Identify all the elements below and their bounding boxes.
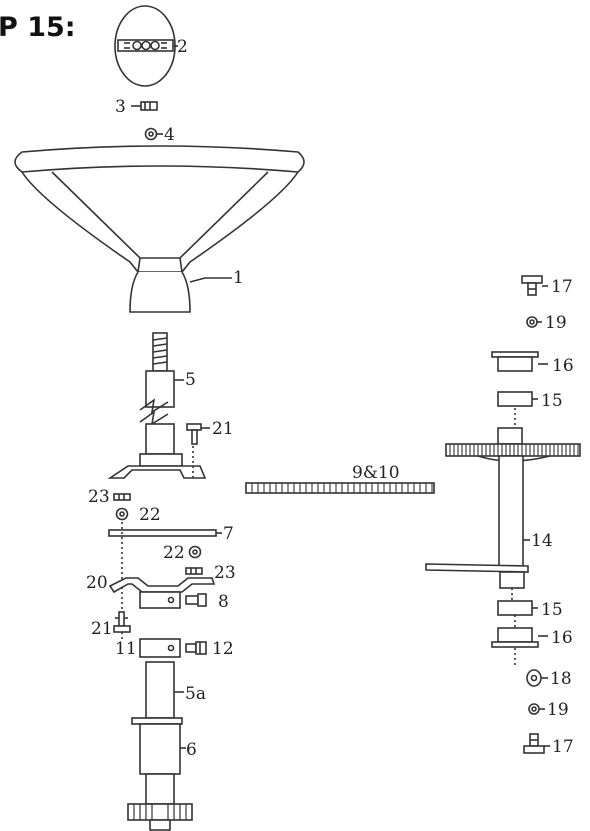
callout-16-bottom: 16	[551, 628, 573, 648]
callout-8: 8	[218, 592, 229, 612]
callout-23-right: 23	[214, 563, 236, 583]
part-8-bolt	[185, 593, 207, 607]
part-2-cap	[114, 5, 178, 87]
callout-4: 4	[164, 125, 175, 145]
callout-2: 2	[177, 37, 188, 57]
callout-17-bottom: 17	[552, 737, 574, 757]
callout-17-top: 17	[551, 277, 573, 297]
callout-18: 18	[550, 669, 572, 689]
part-14-shaft-gear	[425, 427, 581, 600]
callout-6: 6	[186, 740, 197, 760]
callout-9-10: 9&10	[352, 463, 400, 483]
callout-12: 12	[212, 639, 234, 659]
part-5-column-upper	[107, 332, 207, 479]
part-20-bracket	[108, 577, 216, 609]
callout-19-top: 19	[545, 313, 567, 333]
part-23-pin-left	[113, 493, 131, 501]
part-15-spacer-top	[497, 391, 538, 428]
page-title: P 15:	[0, 12, 76, 43]
callout-19-bottom: 19	[547, 700, 569, 720]
part-9-10-chain	[245, 482, 435, 494]
callout-1: 1	[233, 268, 244, 288]
callout-20: 20	[86, 573, 108, 593]
part-21-bolt-upper	[186, 423, 210, 478]
part-11-coupler	[139, 638, 181, 658]
part-23-pin-right	[185, 567, 203, 575]
callout-7: 7	[223, 524, 234, 544]
callout-5a: 5a	[185, 684, 206, 704]
part-7-plate	[108, 522, 222, 640]
callout-23-left: 23	[88, 487, 110, 507]
callout-11: 11	[115, 639, 137, 659]
callout-3: 3	[115, 97, 126, 117]
callout-21-lower: 21	[91, 619, 113, 639]
part-6-sleeve	[127, 717, 193, 831]
part-4-washer	[144, 127, 163, 141]
part-18-washer	[526, 669, 548, 687]
part-21-bolt-lower	[113, 611, 131, 633]
callout-15-bottom: 15	[541, 600, 563, 620]
callout-22-right: 22	[163, 543, 185, 563]
callout-5: 5	[185, 370, 196, 390]
part-16-bushing-top	[491, 351, 548, 372]
part-16-bushing-bottom	[491, 627, 548, 668]
part-17-bolt-top	[521, 275, 548, 296]
callout-21-upper: 21	[212, 419, 234, 439]
callout-15-top: 15	[541, 391, 563, 411]
part-15-spacer-bottom	[497, 600, 538, 628]
part-5a-column-lower	[145, 661, 184, 719]
part-19-washer-bottom	[528, 703, 545, 715]
part-19-washer-top	[526, 316, 542, 328]
part-3-bolt	[131, 101, 158, 111]
part-22-washer-left	[115, 507, 129, 521]
callout-16-top: 16	[552, 356, 574, 376]
part-22-washer-right	[188, 545, 202, 559]
callout-22-left: 22	[139, 505, 161, 525]
part-12-bolt	[185, 641, 207, 655]
callout-14: 14	[531, 531, 553, 551]
part-1-steering-wheel	[14, 145, 305, 313]
part-17-bolt-bottom	[523, 733, 550, 754]
